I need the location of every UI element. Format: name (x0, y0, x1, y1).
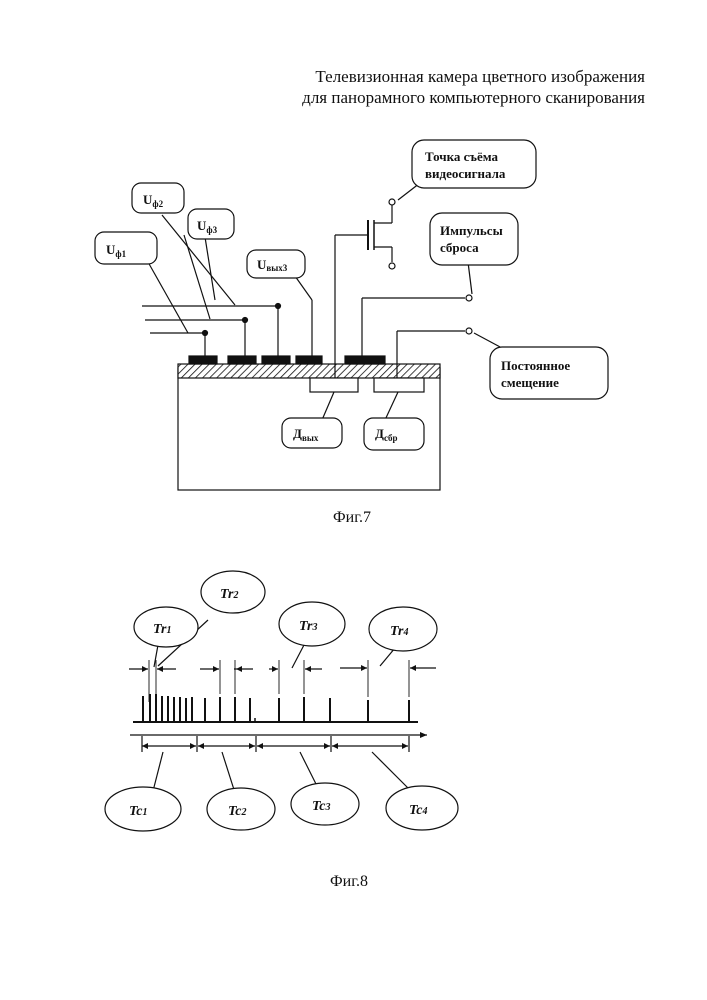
tc1-label: Tc1 (129, 804, 147, 819)
reset-terminal (466, 295, 472, 301)
bias-callout (490, 347, 608, 399)
video-point-line1: Точка съёма (425, 149, 499, 164)
reset-pulses-line2: сброса (440, 240, 479, 255)
oxide-layer (178, 364, 440, 378)
fig7-caption: Фиг.7 (333, 509, 371, 526)
video-output-terminal (389, 199, 395, 205)
bias-line1: Постоянное (501, 358, 570, 373)
tc3-label: Tc3 (312, 799, 330, 814)
video-point-line2: видеосигнала (425, 166, 506, 181)
gate-electrode (228, 356, 256, 364)
gate-electrode (262, 356, 290, 364)
reset-pulses-callout (430, 213, 518, 265)
output-diode-region (310, 378, 358, 392)
tr4-label: Tr4 (390, 624, 408, 639)
gate-electrode (296, 356, 322, 364)
bias-line2: смещение (501, 375, 559, 390)
reset-gate-electrode (345, 356, 385, 364)
tc4-label: Tc4 (409, 803, 427, 818)
tr3-label: Tr3 (299, 619, 317, 634)
gate-electrode (189, 356, 217, 364)
uf1-callout (95, 232, 157, 264)
bias-terminal (466, 328, 472, 334)
reset-diode-region (374, 378, 424, 392)
reset-pulses-line1: Импульсы (440, 223, 503, 238)
tr1-label: Tr1 (153, 622, 171, 637)
pulse-train (143, 694, 409, 722)
tc2-label: Tc2 (228, 804, 246, 819)
fig8-caption: Фиг.8 (330, 873, 368, 890)
tr2-label: Tr2 (220, 587, 238, 602)
